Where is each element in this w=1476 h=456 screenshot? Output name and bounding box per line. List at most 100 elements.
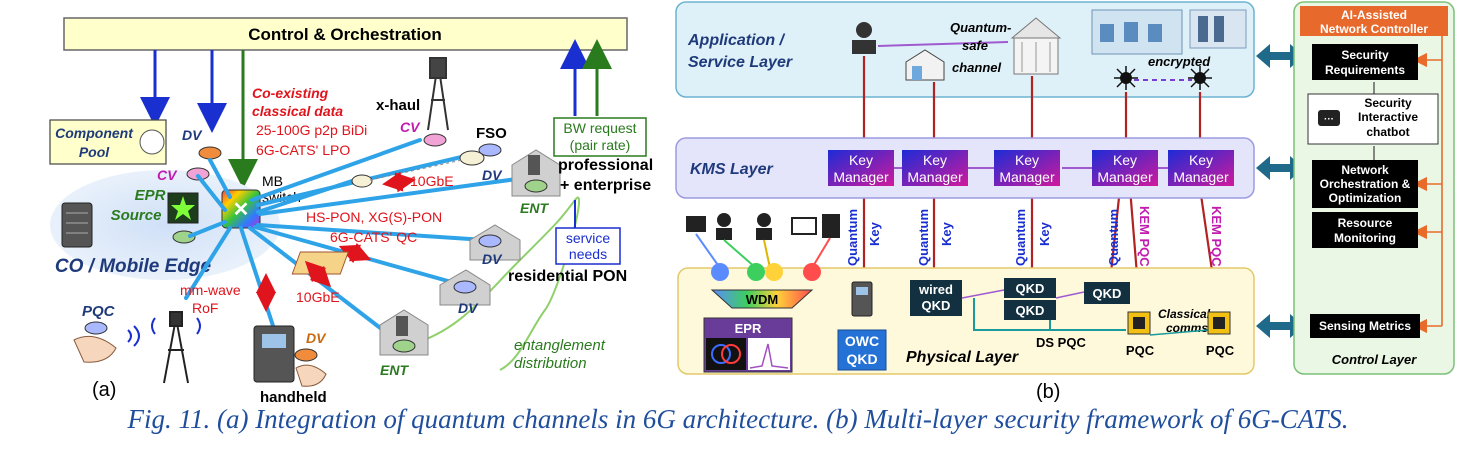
panel-b: Application / Service Layer Quantum- saf… [675, 1, 1455, 403]
quantum-safe-label-2: safe [962, 38, 988, 53]
epr-cylinder-co [172, 230, 196, 244]
ent-label-upper: ENT [520, 200, 549, 216]
svg-text:Key: Key [1113, 152, 1137, 168]
security-requirements-box[interactable] [1312, 44, 1418, 80]
wired-qkd-label-1: wired [918, 282, 953, 297]
layer-links [862, 56, 1220, 313]
control-layer-label: Control Layer [1332, 352, 1417, 367]
pon-label-1: HS-PON, XG(S)-PON [306, 209, 442, 225]
wdm-funnel [710, 289, 814, 309]
key-label-1: Key [867, 221, 882, 246]
qkd-box-1[interactable] [1004, 278, 1056, 298]
network-node-icon-1 [1114, 66, 1138, 90]
bw-request-label-1: BW request [563, 120, 636, 136]
dv-house-residential-1 [469, 224, 521, 261]
ds-pqc-link [973, 298, 1126, 331]
handheld-label: handheld [260, 389, 327, 406]
wavelength-dot-green [747, 263, 765, 281]
dv-cylinder-co [198, 146, 222, 160]
kms-layer-label: KMS Layer [690, 161, 773, 178]
resource-monitoring-label-2: Monitoring [1334, 231, 1396, 245]
kem-pqc-label-1: KEM PQC [1137, 206, 1152, 267]
dv-cylinder-fso [478, 143, 502, 157]
wavelength-dot-blue [711, 263, 729, 281]
service-needs-box [555, 227, 621, 265]
svg-text:Key: Key [923, 152, 947, 168]
service-needs-label-2: needs [569, 246, 607, 262]
user-laptop-icon [852, 22, 876, 54]
professional-label-2: + enterprise [560, 177, 651, 194]
quantum-safe-link [877, 41, 1009, 47]
cell-tower-icon [151, 311, 201, 384]
orchestration-label-1: Network [1341, 163, 1389, 177]
qkd-box-3[interactable] [1084, 282, 1130, 304]
pqc-label-b2: PQC [1206, 343, 1235, 358]
qkd-label-2: QKD [1016, 303, 1045, 318]
tengbe-arrow-top [382, 171, 416, 193]
security-requirements-label-1: Security [1341, 48, 1389, 62]
quantum-label-4: Quantum [1106, 209, 1121, 266]
kem-pqc-label-2: KEM PQC [1209, 206, 1224, 267]
qkd-link [1055, 291, 1085, 299]
key-manager-2[interactable]: Key Manager [902, 150, 968, 186]
sensing-metrics-box[interactable] [1310, 314, 1420, 338]
component-pool-label-2: Pool [79, 144, 110, 160]
owc-qkd-box[interactable] [837, 329, 887, 371]
security-requirements-label-2: Requirements [1325, 63, 1405, 77]
owc-qkd-label-1: OWC [845, 333, 879, 349]
cv-label-co: CV [157, 167, 178, 183]
cv-cylinder-xhaul [423, 133, 447, 147]
quantum-label-2: Quantum [916, 209, 931, 266]
bw-request-box [553, 117, 647, 157]
hand-icon-pqc [73, 335, 117, 363]
server-room-icon [1189, 9, 1247, 49]
mmwave-label-2: RoF [192, 300, 218, 316]
epr-panel-label: EPR [735, 321, 762, 336]
wired-qkd-link [961, 289, 1005, 299]
svg-text:Key: Key [1015, 152, 1039, 168]
classical-comms-label-1: Classical [1158, 307, 1211, 321]
chatbot-label-1: Security [1364, 96, 1412, 110]
service-needs-label-1: service [566, 230, 611, 246]
epr-spectrum-image [748, 338, 790, 370]
bw-request-label-2: (pair rate) [570, 137, 631, 153]
panel-b-label: (b) [1036, 381, 1060, 403]
control-orchestration-label: Control & Orchestration [248, 25, 442, 44]
coexisting-label-2: classical data [252, 103, 343, 119]
tengbe-label-top: 10GbE [410, 173, 454, 189]
resource-monitoring-label-1: Resource [1338, 216, 1393, 230]
ds-pqc-label: DS PQC [1036, 335, 1086, 350]
svg-text:Manager: Manager [1173, 169, 1229, 185]
xhaul-label: x-haul [376, 97, 420, 114]
epr-star-icon [171, 196, 195, 220]
component-pool-icon [139, 129, 165, 155]
pon-arrow [338, 242, 372, 264]
cv-label-xhaul: CV [400, 119, 421, 135]
resource-monitoring-box[interactable] [1312, 212, 1418, 248]
dv-label-res-2: DV [458, 300, 479, 316]
wavelength-dot-yellow [765, 263, 783, 281]
panel-a: Control & Orchestration Component Pool E… [49, 17, 653, 406]
epr-source-label-2: Source [111, 207, 162, 224]
epr-source-label-1: EPR [135, 187, 166, 204]
signal-waves-a [127, 325, 140, 347]
component-pool-label-1: Component [55, 125, 134, 141]
mb-switch-x-icon: ✕ [233, 199, 250, 221]
professional-label-1: professional [558, 157, 653, 174]
app-layer-label-1: Application / [687, 32, 786, 49]
co-mobile-edge-label: CO / Mobile Edge [55, 256, 212, 277]
wired-qkd-box[interactable] [910, 280, 962, 316]
orchestration-label-3: Optimization [1329, 191, 1402, 205]
orchestration-box[interactable] [1312, 160, 1418, 208]
key-manager-4[interactable]: Key Manager [1092, 150, 1158, 186]
key-manager-1[interactable]: Key Manager [828, 150, 894, 186]
dv-label-co: DV [182, 127, 203, 143]
qkd-box-2[interactable] [1004, 300, 1056, 320]
mmwave-label-1: mm-wave [180, 282, 241, 298]
key-manager-5[interactable]: Key Manager [1168, 150, 1234, 186]
pon-label-2: 6G-CATS' QC [330, 229, 417, 245]
panel-a-label: (a) [92, 379, 116, 401]
rates-label-1: 25-100G p2p BiDi [256, 122, 367, 138]
key-manager-3[interactable]: Key Manager [994, 150, 1060, 186]
